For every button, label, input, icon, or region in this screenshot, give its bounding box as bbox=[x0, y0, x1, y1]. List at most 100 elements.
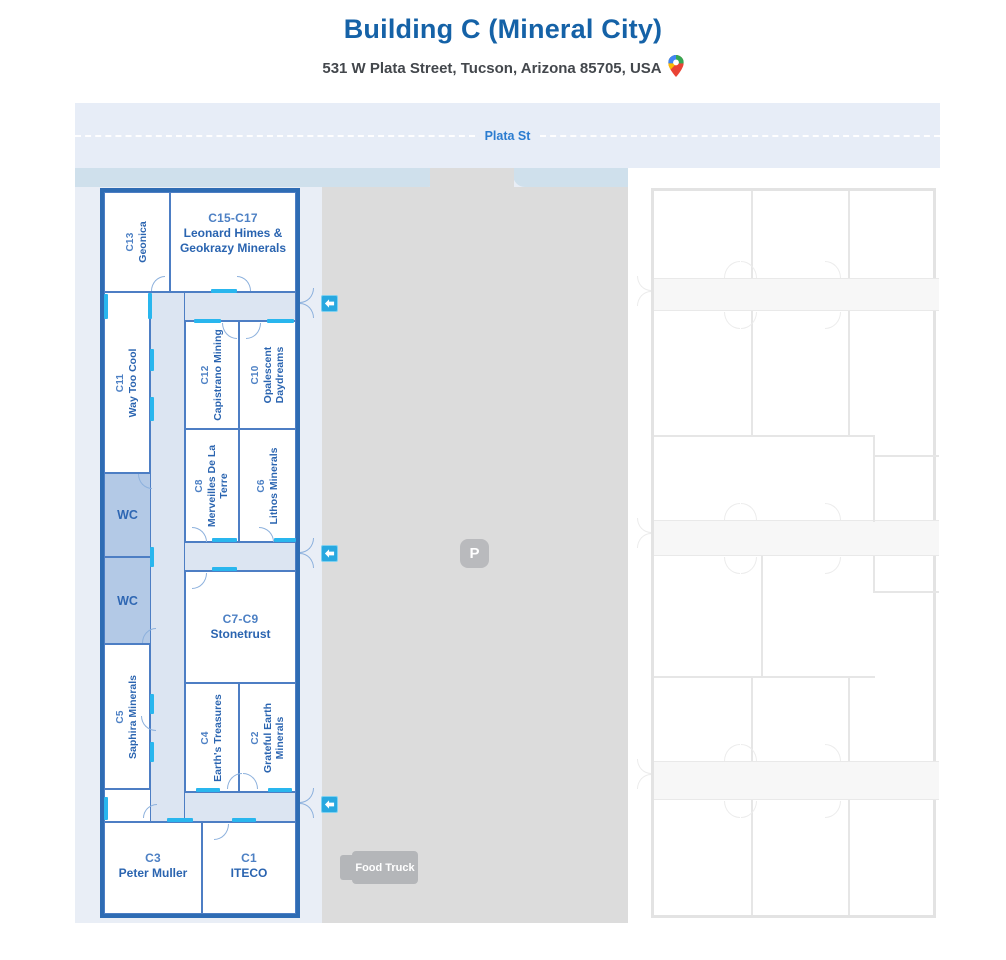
parking-letter: P bbox=[469, 545, 480, 562]
door-arc-icon bbox=[724, 503, 740, 520]
toilets-room-bottom: WC bbox=[104, 557, 151, 644]
room-name: ITECO bbox=[230, 866, 268, 880]
entrance-arrow-icon bbox=[321, 295, 338, 312]
plata-street-band: Plata St bbox=[75, 103, 941, 168]
room-name: Merveilles De La Terre bbox=[205, 444, 230, 527]
door-arc-icon bbox=[143, 804, 157, 818]
sidewalk-left bbox=[75, 168, 440, 187]
door-arc-icon bbox=[637, 518, 651, 533]
door-arc-icon bbox=[637, 276, 651, 291]
room-code: C12 bbox=[200, 365, 212, 385]
doorway-marker bbox=[104, 797, 108, 820]
door-arc-icon bbox=[741, 744, 757, 761]
room-name: Stonetrust bbox=[210, 627, 271, 641]
doorway-marker bbox=[148, 293, 152, 319]
room-code: C3 bbox=[145, 851, 161, 865]
room-name: Earth's Treasures bbox=[211, 693, 224, 782]
doorway-marker bbox=[150, 694, 154, 714]
wall bbox=[875, 455, 939, 457]
doorway-marker bbox=[167, 818, 193, 822]
room-code: C15-C17 bbox=[208, 211, 258, 225]
wall bbox=[873, 435, 875, 522]
door-arc-icon bbox=[724, 557, 740, 574]
room-c8: C8 Merveilles De La Terre bbox=[185, 429, 239, 542]
door-arc-icon bbox=[724, 801, 740, 818]
door-arc-icon bbox=[825, 744, 841, 761]
room-c3: C3 Peter Muller bbox=[104, 822, 202, 914]
room-c6: C6 Lithos Minerals bbox=[239, 429, 296, 542]
room-name: Lithos Minerals bbox=[267, 447, 280, 525]
door-arc-icon bbox=[825, 261, 841, 278]
toilets-room-top: WC bbox=[104, 473, 151, 557]
door-arc-icon bbox=[637, 291, 651, 306]
corridor bbox=[654, 520, 939, 556]
doorway-marker bbox=[104, 294, 108, 319]
room-code: C10 bbox=[249, 365, 261, 385]
wall bbox=[848, 311, 850, 435]
wc-label: WC bbox=[117, 593, 138, 608]
doorway-marker bbox=[268, 788, 292, 792]
corridor-junction bbox=[152, 294, 183, 319]
room-c7-c9: C7-C9 Stonetrust bbox=[185, 571, 296, 683]
wall bbox=[751, 800, 753, 915]
room-c15-c17: C15-C17 Leonard Himes & Geokrazy Mineral… bbox=[170, 192, 296, 292]
wall bbox=[751, 191, 753, 278]
room-name: Saphira Minerals bbox=[126, 674, 139, 759]
room-name: Capistrano Mining bbox=[211, 329, 224, 421]
sidewalk-right bbox=[513, 168, 628, 187]
wall bbox=[848, 800, 850, 915]
room-code: C7-C9 bbox=[222, 612, 259, 626]
room-name: Leonard Himes & Geokrazy Minerals bbox=[179, 226, 287, 255]
room-c4: C4 Earth's Treasures bbox=[185, 683, 239, 792]
wall bbox=[761, 556, 763, 676]
address-text: 531 W Plata Street, Tucson, Arizona 8570… bbox=[322, 59, 662, 77]
doorway-marker bbox=[150, 397, 154, 421]
room-c11: C11 Way Too Cool bbox=[104, 292, 150, 473]
door-arc-icon bbox=[724, 312, 740, 329]
google-maps-pin-icon[interactable] bbox=[667, 55, 684, 81]
room-c13: C13 Geonica bbox=[104, 192, 170, 292]
wall bbox=[654, 435, 875, 437]
parking-driveway bbox=[430, 168, 514, 188]
door-arc-icon bbox=[741, 801, 757, 818]
door-arc-icon bbox=[825, 503, 841, 520]
doorway-marker bbox=[232, 818, 256, 822]
door-arc-icon bbox=[142, 628, 156, 643]
doorway-marker bbox=[150, 349, 154, 371]
wall bbox=[751, 678, 753, 761]
door-arc-icon bbox=[741, 503, 757, 520]
room-code: C13 bbox=[125, 232, 137, 252]
door-arc-icon bbox=[637, 774, 651, 789]
road-dash-line bbox=[75, 134, 475, 137]
room-name: Opalescent Daydreams bbox=[261, 346, 286, 404]
address-link[interactable]: 531 W Plata Street, Tucson, Arizona 8570… bbox=[0, 55, 1006, 81]
room-name: Geonica bbox=[136, 221, 149, 263]
building-subtitle: (Mineral City) bbox=[488, 14, 663, 44]
doorway-marker bbox=[267, 319, 294, 323]
wall bbox=[848, 191, 850, 278]
room-name: Way Too Cool bbox=[126, 348, 139, 417]
corridor bbox=[654, 761, 939, 800]
street-name-label: Plata St bbox=[484, 128, 531, 143]
doorway-marker bbox=[196, 788, 220, 792]
building-title: Building C bbox=[343, 14, 481, 44]
corridor-junction bbox=[152, 544, 183, 569]
door-arc-icon bbox=[741, 557, 757, 574]
doorway-marker bbox=[274, 538, 296, 542]
doorway-marker bbox=[150, 742, 154, 762]
building-c-outline: C13 Geonica C15-C17 Leonard Himes & Geok… bbox=[100, 188, 300, 918]
door-arc-icon bbox=[637, 533, 651, 548]
entry-vestibule bbox=[104, 789, 150, 822]
road-dash-line bbox=[540, 134, 941, 137]
door-arc-icon bbox=[825, 557, 841, 574]
food-truck-marker: Food Truck bbox=[340, 851, 418, 884]
page-header: Building C (Mineral City) 531 W Plata St… bbox=[0, 14, 1006, 81]
corridor-junction bbox=[152, 794, 183, 820]
doorway-marker bbox=[212, 538, 237, 542]
entrance-arrow-icon bbox=[321, 545, 338, 562]
wall bbox=[654, 676, 875, 678]
door-arc-icon bbox=[825, 801, 841, 818]
room-code: C2 bbox=[249, 730, 261, 745]
entrance-arrow-icon bbox=[321, 796, 338, 813]
